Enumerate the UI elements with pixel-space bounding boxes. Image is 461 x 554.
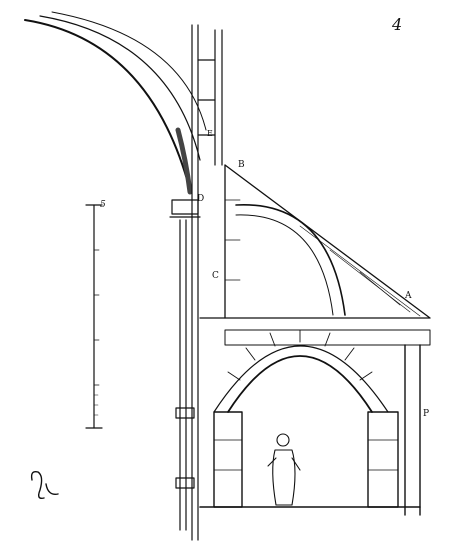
aisle-roof-buttress	[199, 164, 431, 319]
standing-figure	[267, 433, 301, 506]
scale-bar-top-value: 5	[100, 200, 106, 210]
plate-number: 4	[391, 15, 402, 34]
scale-bar	[85, 204, 103, 429]
label-c: C	[212, 271, 219, 281]
label-p: P	[423, 409, 429, 419]
label-d: D	[197, 194, 204, 204]
label-b: B	[238, 160, 245, 170]
label-a: A	[404, 291, 412, 301]
label-e: E	[207, 129, 213, 138]
aisle-arch	[199, 329, 431, 516]
monogram-signature	[30, 470, 59, 500]
nave-vault-arc	[24, 11, 207, 195]
main-wall-pier	[169, 24, 223, 541]
